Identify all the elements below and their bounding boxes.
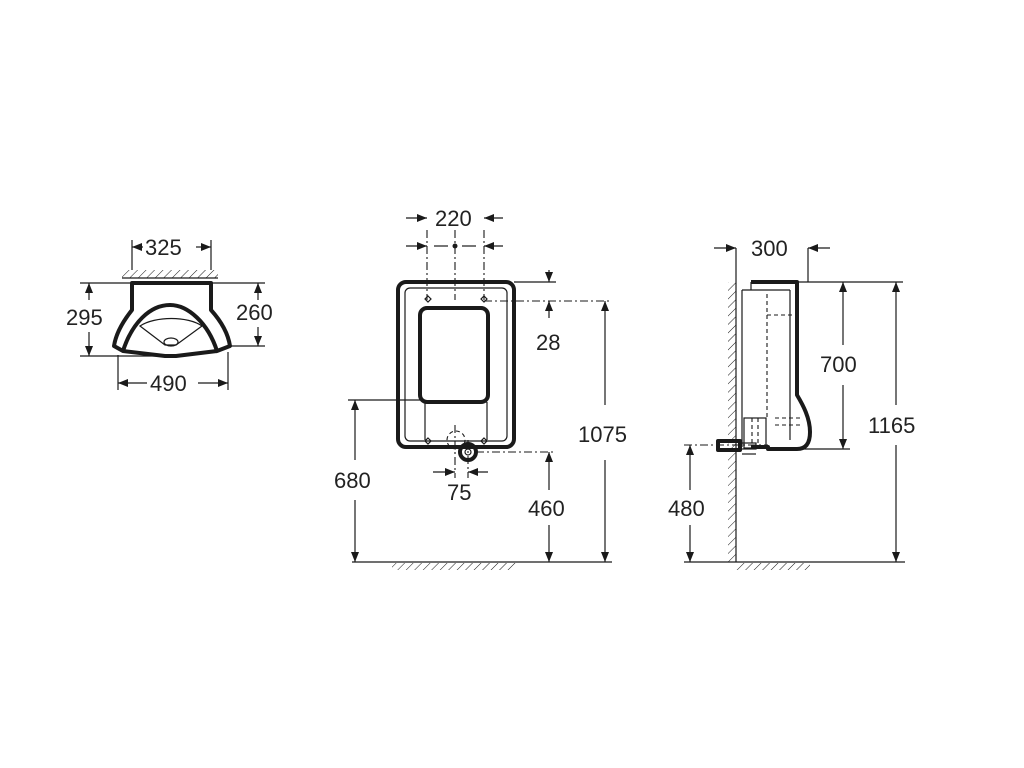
front-view-floor-hatch: [392, 563, 516, 570]
dim-220: 220: [435, 206, 472, 231]
dim-700: 700: [820, 352, 857, 377]
dim-480: 480: [668, 496, 705, 521]
side-view: 300 700 1165 480: [668, 236, 915, 570]
dim-460: 460: [528, 496, 565, 521]
dim-260: 260: [236, 300, 273, 325]
front-view-body-outline: [396, 280, 516, 449]
dim-1165: 1165: [868, 413, 915, 438]
side-view-floor-hatch: [736, 563, 810, 570]
dim-28: 28: [536, 330, 560, 355]
dim-300: 300: [751, 236, 788, 261]
front-view: 220 28 1075 680 75: [334, 206, 627, 570]
top-view-bowl-outline: [112, 281, 232, 353]
top-view: 325 295 260 490: [66, 235, 273, 396]
dim-1075: 1075: [578, 422, 627, 447]
top-view-wall-hatch: [122, 270, 218, 278]
side-view-body-outline: [751, 280, 812, 451]
fixing-points: [424, 295, 488, 445]
dim-75: 75: [447, 480, 471, 505]
dim-680: 680: [334, 468, 371, 493]
dim-325: 325: [145, 235, 182, 260]
side-view-wall-hatch: [728, 282, 736, 562]
dim-490: 490: [150, 371, 187, 396]
dim-295: 295: [66, 305, 103, 330]
